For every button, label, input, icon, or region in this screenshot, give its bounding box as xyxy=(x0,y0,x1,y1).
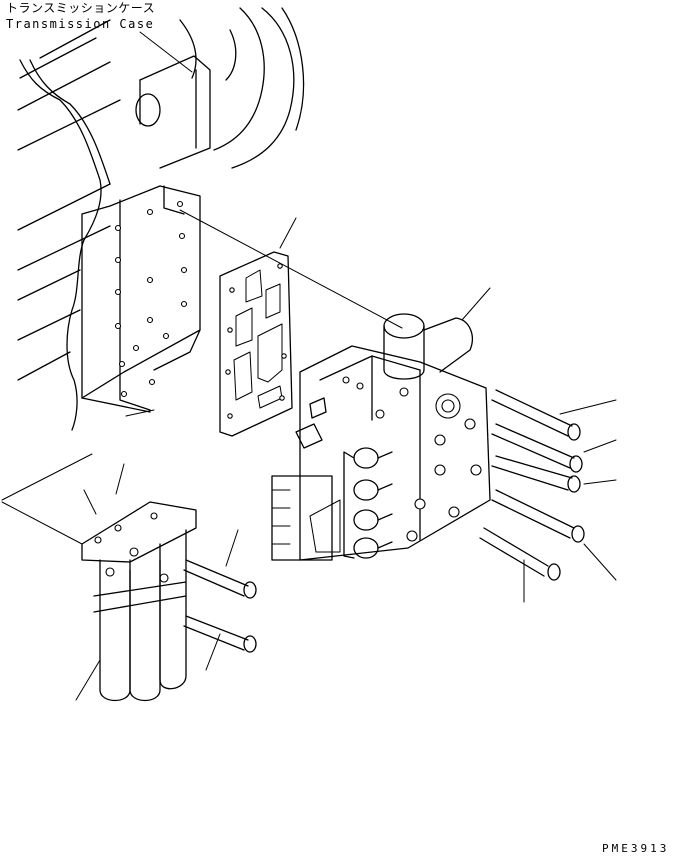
valve-bolts xyxy=(479,389,617,603)
control-valve-assembly xyxy=(271,287,491,561)
mounting-face-holes xyxy=(114,200,188,398)
solenoid-bracket-assembly xyxy=(75,463,257,702)
caption-japanese: トランスミッションケース xyxy=(6,1,155,15)
transmission-case xyxy=(17,7,305,431)
drawing-code: PME3913 xyxy=(602,842,669,855)
caption-english: Transmission Case xyxy=(6,17,154,31)
valve-gasket xyxy=(219,217,297,437)
solenoid-stack xyxy=(343,447,393,559)
